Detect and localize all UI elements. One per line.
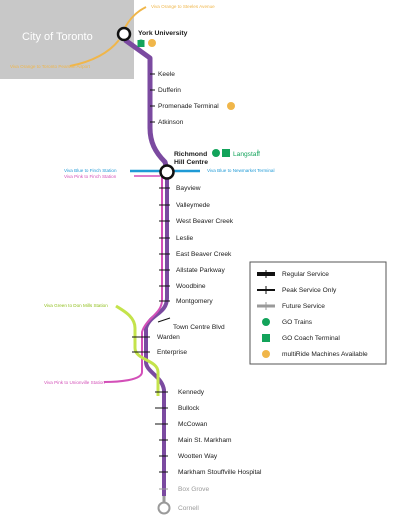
orange-connector-south (69, 39, 120, 67)
legend-regular-service: Regular Service (257, 270, 329, 278)
svg-text:Atkinson: Atkinson (158, 119, 184, 126)
legend-go-coach-terminal: GO Coach Terminal (262, 334, 340, 342)
svg-text:Dufferin: Dufferin (158, 87, 181, 94)
station-montgomery: Montgomery (159, 298, 213, 305)
orange-to-steeles-label: Viva Orange to Steeles Avenue (151, 4, 215, 9)
svg-text:East Beaver Creek: East Beaver Creek (176, 251, 232, 258)
svg-text:West Beaver Creek: West Beaver Creek (176, 218, 234, 225)
legend-go-trains: GO Trains (262, 318, 313, 326)
svg-text:GO Trains: GO Trains (282, 319, 313, 326)
station-leslie: Leslie (159, 235, 194, 242)
station-main-st-markham: Main St. Markham (159, 437, 232, 444)
svg-text:Cornell: Cornell (178, 505, 199, 512)
richmond-hill-centre-marker (159, 164, 175, 180)
station-warden: Warden (132, 334, 180, 341)
station-atkinson: Atkinson (150, 119, 184, 126)
go-coach-legend-icon (262, 334, 270, 342)
station-markham-stouffville-hospital: Markham Stouffville Hospital (159, 469, 262, 476)
svg-text:McCowan: McCowan (178, 421, 208, 428)
pink-line (103, 176, 163, 383)
station-cornell: Cornell (157, 501, 199, 515)
station-wootten-way: Wootten Way (159, 453, 218, 460)
svg-text:Kennedy: Kennedy (178, 389, 205, 396)
svg-text:Markham Stouffville Hospital: Markham Stouffville Hospital (178, 469, 262, 476)
station-bullock: Bullock (155, 405, 200, 412)
richmond-hill-centre-label-2: Hill Centre (174, 159, 208, 166)
legend-multiride-machines: multiRide Machines Available (262, 350, 368, 358)
city-of-toronto-area (0, 0, 134, 79)
svg-text:Wootten Way: Wootten Way (178, 453, 218, 460)
go-coach-icon-richmond (222, 149, 230, 157)
orange-to-airport-label: Viva Orange to Toronto Pearson Airport (10, 64, 91, 69)
svg-text:Warden: Warden (157, 334, 180, 341)
york-university-marker (116, 26, 132, 42)
go-coach-icon-york (137, 40, 145, 47)
svg-text:Enterprise: Enterprise (157, 349, 187, 356)
legend-future-service: Future Service (257, 302, 325, 310)
svg-text:Leslie: Leslie (176, 235, 194, 242)
svg-text:Allstate Parkway: Allstate Parkway (176, 267, 225, 274)
svg-text:multiRide Machines Available: multiRide Machines Available (282, 351, 368, 358)
purple-line-trunk (123, 37, 170, 171)
go-trains-legend-icon (262, 318, 270, 326)
station-woodbine: Woodbine (159, 283, 206, 290)
legend: Regular Service Peak Service Only Future… (249, 261, 387, 365)
pink-to-finch-label: Viva Pink to Finch Station (64, 174, 117, 179)
legend-box (249, 261, 387, 365)
langstaff-suffix: ⁰ (257, 149, 259, 154)
pink-to-unionville-label: Viva Pink to Unionville Station (44, 380, 105, 385)
multiride-legend-icon (262, 350, 270, 358)
svg-text:Valleymede: Valleymede (176, 202, 210, 209)
station-kennedy: Kennedy (155, 389, 205, 396)
svg-text:Keele: Keele (158, 71, 175, 78)
svg-text:Main St. Markham: Main St. Markham (178, 437, 232, 444)
station-west-beaver-creek: West Beaver Creek (159, 218, 234, 225)
svg-text:Peak Service Only: Peak Service Only (282, 287, 337, 294)
station-promenade-terminal: Promenade Terminal (150, 102, 235, 110)
svg-text:Box Grove: Box Grove (178, 486, 209, 493)
station-east-beaver-creek: East Beaver Creek (159, 251, 232, 258)
station-town-centre-blvd: Town Centre Blvd (157, 317, 225, 331)
svg-text:Montgomery: Montgomery (176, 298, 213, 305)
green-line (115, 304, 160, 396)
svg-text:Bayview: Bayview (176, 185, 201, 192)
langstaff-label: Langstaff (233, 151, 260, 158)
svg-text:Bullock: Bullock (178, 405, 200, 412)
multiride-icon-promenade (227, 102, 235, 110)
station-enterprise: Enterprise (132, 349, 187, 356)
blue-to-finch-label: Viva Blue to Finch Station (64, 168, 117, 173)
multiride-icon-york (148, 39, 156, 47)
purple-line-hwy7 (144, 176, 169, 496)
green-to-don-mills-label: Viva Green to Don Mills Station (44, 303, 108, 308)
station-dufferin: Dufferin (150, 87, 181, 94)
svg-text:Promenade Terminal: Promenade Terminal (158, 103, 219, 110)
svg-text:Regular Service: Regular Service (282, 271, 329, 278)
legend-peak-service: Peak Service Only (257, 286, 337, 294)
york-university-label: York University (138, 30, 188, 37)
station-valleymede: Valleymede (159, 202, 210, 209)
go-trains-icon-richmond (212, 149, 220, 157)
station-keele: Keele (150, 71, 175, 78)
station-bayview: Bayview (159, 185, 201, 192)
svg-text:Future Service: Future Service (282, 303, 325, 310)
svg-text:Town Centre Blvd: Town Centre Blvd (173, 324, 225, 331)
richmond-hill-centre-label-1: Richmond (174, 151, 207, 158)
station-mccowan: McCowan (155, 421, 208, 428)
station-allstate-parkway: Allstate Parkway (159, 267, 225, 274)
svg-text:GO Coach Terminal: GO Coach Terminal (282, 335, 340, 342)
blue-to-newmarket-label: Viva Blue to Newmarket Terminal (207, 168, 275, 173)
station-box-grove: Box Grove (159, 486, 209, 493)
city-label: City of Toronto (22, 31, 93, 43)
svg-text:Woodbine: Woodbine (176, 283, 206, 290)
